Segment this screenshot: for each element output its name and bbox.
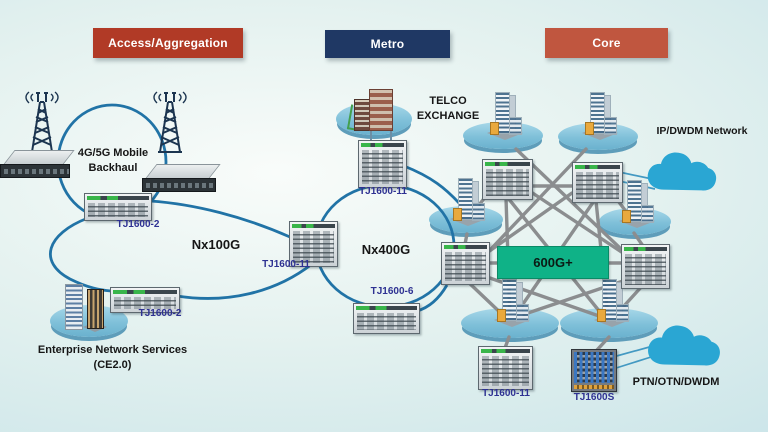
cell-tower-icon bbox=[146, 88, 194, 162]
metro-badge-label: Metro bbox=[370, 37, 405, 51]
access-badge-label: Access/Aggregation bbox=[108, 36, 228, 50]
core-site-building-icon bbox=[486, 92, 524, 140]
office-tower bbox=[65, 284, 83, 330]
mobile-backhaul-text: 4G/5G Mobile Backhaul bbox=[77, 147, 149, 174]
metro-top-to-core-link bbox=[403, 164, 461, 204]
tj1600-11-core-bottom-device bbox=[478, 346, 533, 390]
annex-block bbox=[641, 205, 654, 223]
annex-block bbox=[616, 304, 629, 322]
device-front-panel bbox=[142, 178, 216, 192]
access-node-device-icon bbox=[0, 150, 76, 178]
core-badge: Core bbox=[545, 28, 668, 58]
access-to-metro-link bbox=[149, 199, 291, 239]
entrance-block bbox=[585, 122, 594, 135]
tj1600s-label: TJ1600S bbox=[573, 392, 615, 403]
tj1600-2-enterprise-label: TJ1600-2 bbox=[138, 308, 182, 319]
tj1600-11-metro-left-label: TJ1600-11 bbox=[262, 259, 310, 270]
entrance-block bbox=[597, 309, 606, 322]
core-site-building-icon bbox=[581, 92, 619, 140]
device-front-panel bbox=[0, 164, 70, 178]
nx400g-label: Nx400G bbox=[361, 242, 411, 257]
metro-badge: Metro bbox=[325, 30, 450, 58]
enterprise-buildings-icon bbox=[63, 284, 113, 332]
core-site-building-icon bbox=[493, 279, 531, 327]
annex-block bbox=[509, 117, 522, 135]
core-rack-top-right bbox=[572, 162, 623, 203]
tj1600-11-metro-left-device bbox=[289, 221, 338, 267]
tj1600-6-device bbox=[353, 303, 420, 334]
access-aggregation-badge: Access/Aggregation bbox=[93, 28, 243, 58]
annex-block bbox=[516, 304, 529, 322]
metro-bottom-to-core-link bbox=[416, 284, 449, 313]
core-rack-mid-left bbox=[441, 242, 490, 285]
tj1600-2-ring-device bbox=[84, 193, 152, 221]
tj1600-6-label: TJ1600-6 bbox=[370, 286, 414, 297]
600g-label: 600G+ bbox=[533, 255, 573, 270]
core-rack-mid-right bbox=[621, 244, 670, 289]
annex-block bbox=[604, 117, 617, 135]
tj1600-11-metro-top-device bbox=[358, 140, 407, 188]
brick-building-tall bbox=[369, 89, 393, 131]
core-badge-label: Core bbox=[592, 36, 621, 50]
ip-dwdm-network-text: IP/DWDM Network bbox=[656, 125, 748, 137]
600g-capacity-box: 600G+ bbox=[497, 246, 609, 279]
tj1600-11-core-bottom-label: TJ1600-11 bbox=[482, 388, 530, 399]
enterprise-to-metro-link bbox=[176, 262, 313, 300]
nx100g-label: Nx100G bbox=[191, 237, 241, 252]
core-site-building-icon bbox=[618, 180, 656, 228]
ip-dwdm-cloud-icon bbox=[641, 146, 721, 198]
office-tower-dark bbox=[87, 289, 104, 329]
ptn-otn-dwdm-text: PTN/OTN/DWDM bbox=[632, 376, 720, 388]
annex-block bbox=[472, 203, 485, 221]
cell-tower-icon bbox=[18, 88, 66, 162]
tj1600-11-metro-top-label: TJ1600-11 bbox=[359, 186, 407, 197]
tj1600s-device bbox=[571, 349, 617, 392]
ptn-otn-dwdm-cloud-icon bbox=[641, 318, 725, 374]
access-node-device-icon bbox=[142, 164, 221, 192]
core-rack-top-left bbox=[482, 159, 533, 200]
telco-exchange-text: TELCO EXCHANGE bbox=[416, 95, 480, 122]
entrance-block bbox=[497, 309, 506, 322]
telco-exchange-buildings-icon bbox=[346, 88, 396, 132]
entrance-block bbox=[622, 210, 631, 223]
entrance-block bbox=[453, 208, 462, 221]
enterprise-services-text: Enterprise Network Services (CE2.0) bbox=[37, 344, 188, 371]
telco-rack-links bbox=[370, 131, 392, 141]
tj1600-2-ring-label: TJ1600-2 bbox=[116, 219, 160, 230]
entrance-block bbox=[490, 122, 499, 135]
core-site-building-icon bbox=[449, 178, 487, 226]
tj1600-2-enterprise-device bbox=[110, 287, 180, 313]
core-site-building-icon bbox=[593, 279, 631, 327]
